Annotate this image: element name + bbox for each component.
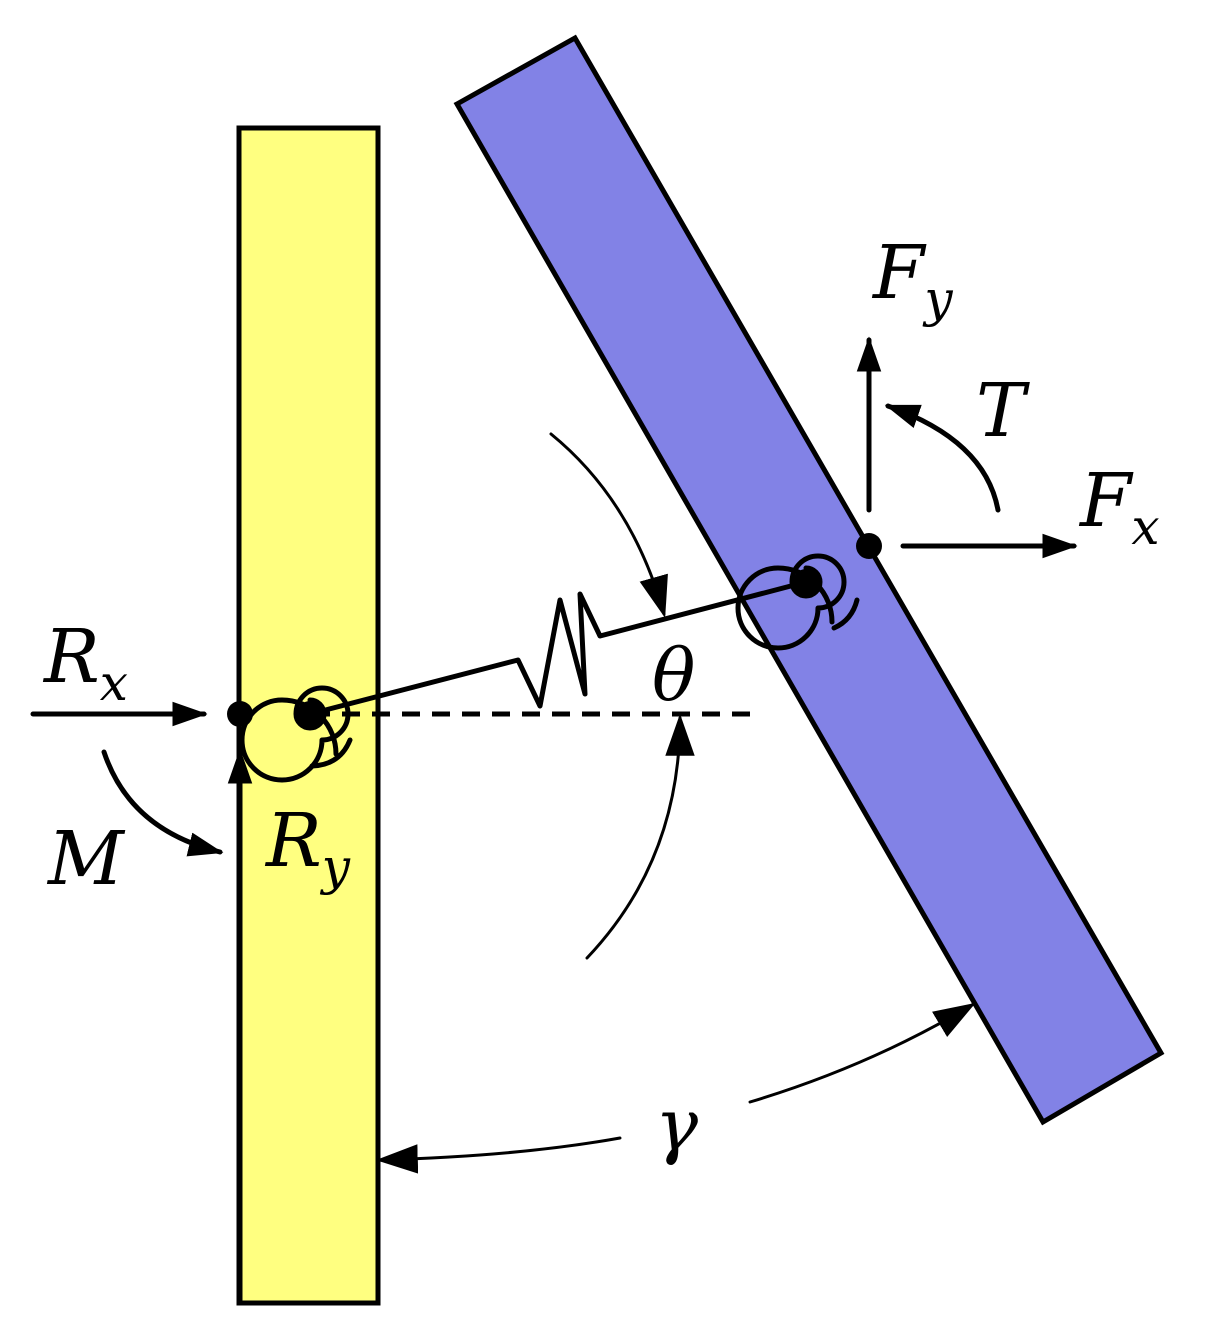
theta-upper-arc <box>549 432 668 619</box>
theta-lower-arc <box>585 713 695 960</box>
theta-label: θ <box>652 633 695 717</box>
gamma-left-arc <box>375 1136 622 1174</box>
force-point <box>856 533 882 559</box>
left-torsion-spring <box>239 685 353 783</box>
t-label: T <box>976 368 1030 454</box>
ry-label: Ry <box>264 798 351 896</box>
gamma-label: γ <box>655 1083 699 1167</box>
right-torsion-spring <box>735 553 860 651</box>
fy-label: Fy <box>871 230 953 328</box>
fx-label: Fx <box>1078 458 1160 556</box>
t-torque-arrow <box>884 403 1001 513</box>
m-moment-arrow <box>101 749 224 857</box>
linear-spring <box>307 579 809 717</box>
gamma-right-arc <box>748 1002 976 1104</box>
rx-label: Rx <box>42 614 128 712</box>
reaction-point <box>227 701 253 727</box>
m-label: M <box>46 816 126 902</box>
